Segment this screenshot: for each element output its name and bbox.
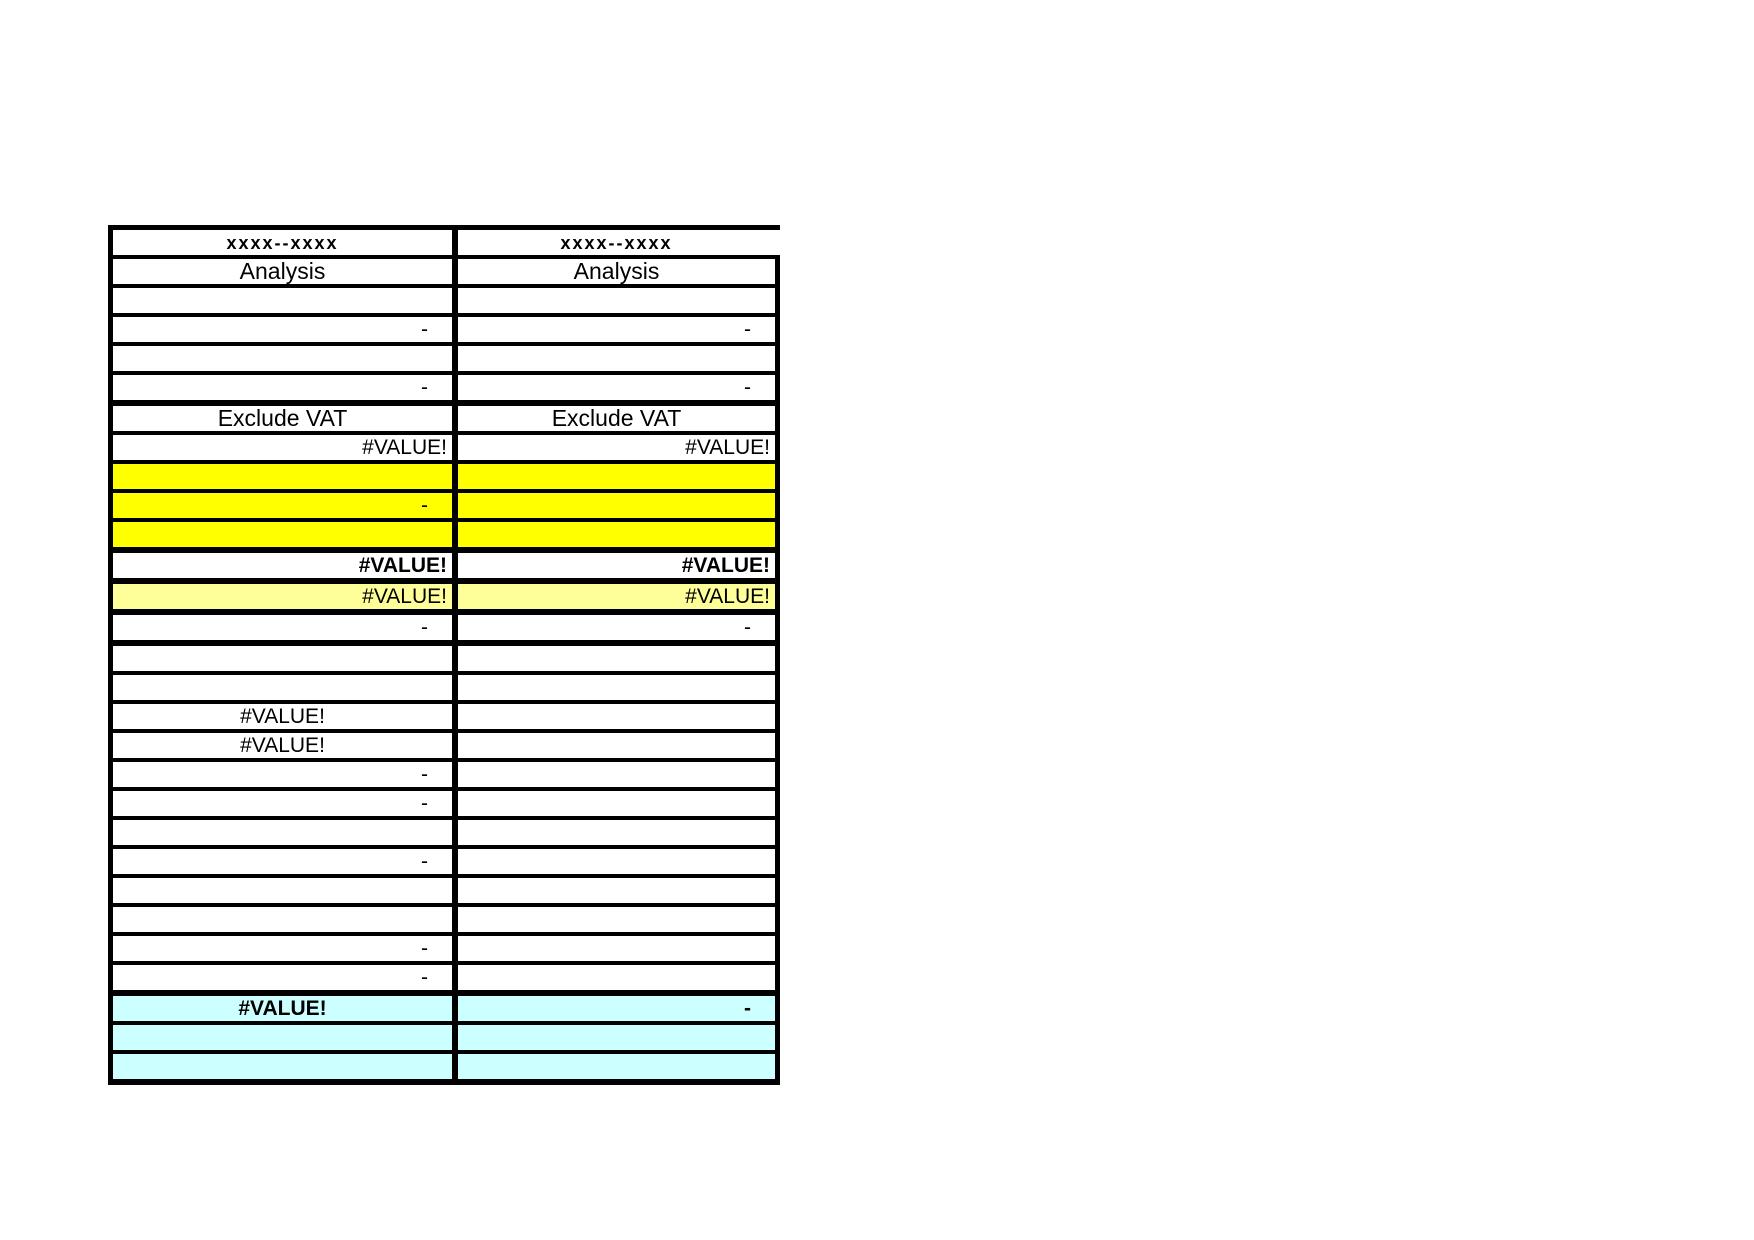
table-row: - bbox=[113, 791, 780, 820]
table-cell: - bbox=[113, 493, 458, 518]
table-cell-empty bbox=[113, 288, 458, 313]
table-cell: - bbox=[458, 375, 780, 400]
table-cell-empty bbox=[113, 675, 458, 700]
table-cell-empty bbox=[458, 346, 780, 371]
table-cell: - bbox=[113, 317, 458, 342]
table-row: #VALUE!- bbox=[113, 996, 780, 1025]
table-row: - bbox=[113, 762, 780, 791]
table-row: #VALUE!#VALUE! bbox=[113, 553, 780, 584]
table-cell: - bbox=[458, 615, 780, 640]
table-cell-empty bbox=[458, 907, 780, 932]
table-cell-empty bbox=[113, 820, 458, 845]
table-row bbox=[113, 346, 780, 375]
table-row bbox=[113, 1025, 780, 1054]
table-cell-empty bbox=[113, 1054, 458, 1079]
table-cell: #VALUE! bbox=[458, 584, 780, 609]
table-row: - bbox=[113, 849, 780, 878]
table-cell: Exclude VAT bbox=[113, 406, 458, 431]
table-cell: Exclude VAT bbox=[458, 406, 780, 431]
table-row bbox=[113, 675, 780, 704]
table-cell-empty bbox=[458, 646, 780, 671]
table-cell-empty bbox=[458, 493, 780, 518]
table-cell-empty bbox=[458, 762, 780, 787]
table-row: #VALUE!#VALUE! bbox=[113, 435, 780, 464]
table-cell: - bbox=[113, 615, 458, 640]
table-cell-empty bbox=[458, 675, 780, 700]
table-cell: #VALUE! bbox=[113, 553, 458, 578]
table-row: -- bbox=[113, 375, 780, 406]
table-cell: - bbox=[458, 317, 780, 342]
table-row bbox=[113, 878, 780, 907]
table-row: - bbox=[113, 965, 780, 996]
table-cell-empty bbox=[458, 522, 780, 547]
table-cell-empty bbox=[113, 522, 458, 547]
table-cell: #VALUE! bbox=[113, 733, 458, 758]
table-cell: #VALUE! bbox=[113, 704, 458, 729]
table-cell-empty bbox=[458, 733, 780, 758]
table-cell-empty bbox=[113, 646, 458, 671]
table-cell: - bbox=[113, 791, 458, 816]
table-cell: #VALUE! bbox=[113, 584, 458, 609]
table-row bbox=[113, 907, 780, 936]
table-cell: - bbox=[458, 996, 780, 1021]
table-cell-empty bbox=[458, 820, 780, 845]
table-cell-empty bbox=[458, 936, 780, 961]
table-row: #VALUE! bbox=[113, 733, 780, 762]
table-cell-empty bbox=[113, 907, 458, 932]
table-cell: #VALUE! bbox=[458, 553, 780, 578]
table-row: - bbox=[113, 493, 780, 522]
table-cell: - bbox=[113, 762, 458, 787]
table-cell-empty bbox=[458, 1025, 780, 1050]
table-cell-empty bbox=[458, 464, 780, 489]
table-cell: - bbox=[113, 936, 458, 961]
table-row bbox=[113, 464, 780, 493]
table-row bbox=[113, 646, 780, 675]
table-cell-empty bbox=[458, 849, 780, 874]
table-row: -- bbox=[113, 615, 780, 646]
table-cell: - bbox=[113, 375, 458, 400]
table-cell-empty bbox=[458, 878, 780, 903]
table-cell: #VALUE! bbox=[113, 996, 458, 1021]
table-row bbox=[113, 522, 780, 553]
table-cell-empty bbox=[113, 1025, 458, 1050]
table-cell: #VALUE! bbox=[113, 435, 458, 460]
table-cell: #VALUE! bbox=[458, 435, 780, 460]
table-row: - bbox=[113, 936, 780, 965]
table-row: #VALUE!#VALUE! bbox=[113, 584, 780, 615]
table-row bbox=[113, 1054, 780, 1085]
table-cell: xxxx--xxxx bbox=[458, 230, 780, 255]
table-cell-empty bbox=[113, 878, 458, 903]
table-cell: Analysis bbox=[113, 259, 458, 284]
table-cell-empty bbox=[113, 346, 458, 371]
table-cell: xxxx--xxxx bbox=[113, 230, 458, 255]
table-row: -- bbox=[113, 317, 780, 346]
table-cell-empty bbox=[458, 288, 780, 313]
table-cell: - bbox=[113, 965, 458, 990]
table-cell-empty bbox=[458, 965, 780, 990]
table-cell: Analysis bbox=[458, 259, 780, 284]
table-row bbox=[113, 820, 780, 849]
table-cell-empty bbox=[458, 704, 780, 729]
table-cell: - bbox=[113, 849, 458, 874]
table-row: #VALUE! bbox=[113, 704, 780, 733]
table-row bbox=[113, 288, 780, 317]
table-cell-empty bbox=[458, 791, 780, 816]
table-cell-empty bbox=[458, 1054, 780, 1079]
table-cell-empty bbox=[113, 464, 458, 489]
